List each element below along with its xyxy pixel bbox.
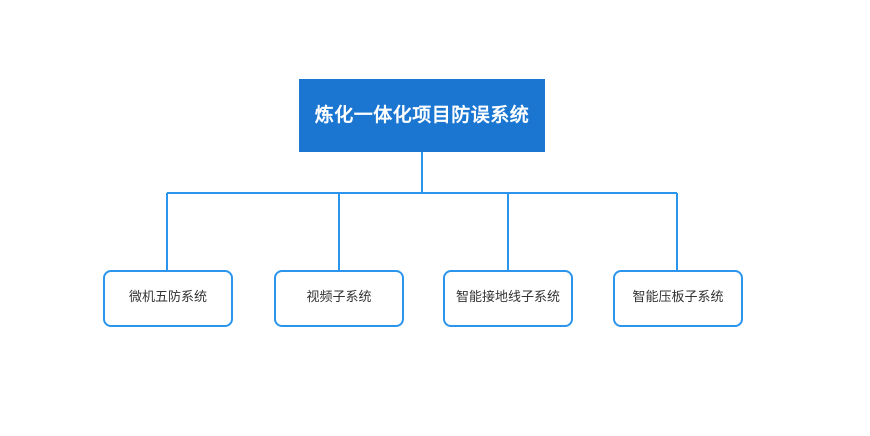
root-node[interactable]: 炼化一体化项目防误系统 xyxy=(299,79,545,152)
child-node-jiedixian[interactable]: 智能接地线子系统 xyxy=(443,270,573,327)
child-node-label: 智能压板子系统 xyxy=(632,290,724,306)
child-node-label: 微机五防系统 xyxy=(128,290,207,306)
child-node-weiji-wufang[interactable]: 微机五防系统 xyxy=(103,270,233,327)
child-node-label: 智能接地线子系统 xyxy=(455,290,560,306)
child-node-shipin[interactable]: 视频子系统 xyxy=(274,270,404,327)
child-node-label: 视频子系统 xyxy=(306,290,372,306)
root-node-label: 炼化一体化项目防误系统 xyxy=(314,103,530,126)
child-node-yaban[interactable]: 智能压板子系统 xyxy=(613,270,743,327)
